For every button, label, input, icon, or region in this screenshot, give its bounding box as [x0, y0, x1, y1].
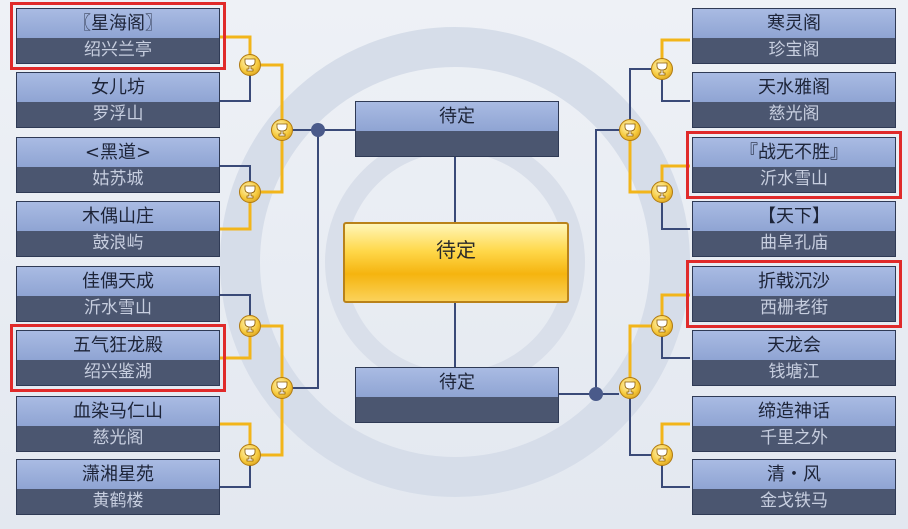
trophy-icon — [651, 444, 673, 466]
guild-name: 缔造神话 — [693, 397, 895, 426]
guild-name: 〖星海阁〗 — [17, 9, 219, 38]
guild-name: 潇湘星苑 — [17, 460, 219, 489]
server-name: 绍兴兰亭 — [17, 38, 219, 63]
server-name: 慈光阁 — [693, 102, 895, 127]
semifinal-label: 待定 — [356, 368, 558, 397]
team-slot-right-3[interactable]: 『战无不胜』 沂水雪山 — [686, 131, 902, 199]
trophy-icon — [619, 377, 641, 399]
team-slot-right-6[interactable]: 天龙会 钱塘江 — [692, 330, 896, 386]
guild-name: 清・风 — [693, 460, 895, 489]
server-name: 钱塘江 — [693, 360, 895, 385]
server-name: 慈光阁 — [17, 426, 219, 451]
server-name: 珍宝阁 — [693, 38, 895, 63]
server-name: 黄鹤楼 — [17, 489, 219, 514]
server-name: 金戈铁马 — [693, 489, 895, 514]
semifinal-slot-bottom[interactable]: 待定 — [355, 367, 559, 423]
semifinal-slot-top[interactable]: 待定 — [355, 101, 559, 157]
team-slot-right-8[interactable]: 清・风 金戈铁马 — [692, 459, 896, 515]
guild-name: <黑道> — [17, 138, 219, 167]
trophy-icon — [239, 181, 261, 203]
guild-name: 『战无不胜』 — [693, 138, 895, 167]
trophy-icon — [271, 377, 293, 399]
team-slot-left-1[interactable]: 〖星海阁〗 绍兴兰亭 — [10, 2, 226, 70]
server-name: 罗浮山 — [17, 102, 219, 127]
guild-name: 折戟沉沙 — [693, 267, 895, 296]
trophy-icon — [651, 181, 673, 203]
team-slot-left-5[interactable]: 佳偶天成 沂水雪山 — [16, 266, 220, 322]
server-name: 沂水雪山 — [693, 167, 895, 192]
guild-name: 木偶山庄 — [17, 202, 219, 231]
guild-name: 天水雅阁 — [693, 73, 895, 102]
team-slot-left-3[interactable]: <黑道> 姑苏城 — [16, 137, 220, 193]
trophy-icon — [239, 54, 261, 76]
team-slot-left-6[interactable]: 五气狂龙殿 绍兴鉴湖 — [10, 324, 226, 392]
guild-name: 血染马仁山 — [17, 397, 219, 426]
guild-name: 佳偶天成 — [17, 267, 219, 296]
server-name: 西栅老街 — [693, 296, 895, 321]
trophy-icon — [239, 315, 261, 337]
team-slot-right-7[interactable]: 缔造神话 千里之外 — [692, 396, 896, 452]
final-slot[interactable]: 待定 — [343, 222, 569, 303]
server-name: 千里之外 — [693, 426, 895, 451]
team-slot-right-2[interactable]: 天水雅阁 慈光阁 — [692, 72, 896, 128]
server-name: 姑苏城 — [17, 167, 219, 192]
team-slot-left-4[interactable]: 木偶山庄 鼓浪屿 — [16, 201, 220, 257]
server-name: 曲阜孔庙 — [693, 231, 895, 256]
semifinal-label: 待定 — [356, 102, 558, 131]
guild-name: 寒灵阁 — [693, 9, 895, 38]
server-name: 绍兴鉴湖 — [17, 360, 219, 385]
trophy-icon — [619, 119, 641, 141]
team-slot-right-5[interactable]: 折戟沉沙 西栅老街 — [686, 260, 902, 328]
team-slot-left-2[interactable]: 女儿坊 罗浮山 — [16, 72, 220, 128]
trophy-icon — [651, 315, 673, 337]
guild-name: 五气狂龙殿 — [17, 331, 219, 360]
trophy-icon — [239, 444, 261, 466]
guild-name: 女儿坊 — [17, 73, 219, 102]
team-slot-left-7[interactable]: 血染马仁山 慈光阁 — [16, 396, 220, 452]
trophy-icon — [651, 58, 673, 80]
server-name: 鼓浪屿 — [17, 231, 219, 256]
background-emblem — [220, 27, 690, 497]
server-name: 沂水雪山 — [17, 296, 219, 321]
team-slot-left-8[interactable]: 潇湘星苑 黄鹤楼 — [16, 459, 220, 515]
guild-name: 【天下】 — [693, 202, 895, 231]
guild-name: 天龙会 — [693, 331, 895, 360]
team-slot-right-4[interactable]: 【天下】 曲阜孔庙 — [692, 201, 896, 257]
team-slot-right-1[interactable]: 寒灵阁 珍宝阁 — [692, 8, 896, 64]
final-label: 待定 — [436, 238, 476, 262]
trophy-icon — [271, 119, 293, 141]
